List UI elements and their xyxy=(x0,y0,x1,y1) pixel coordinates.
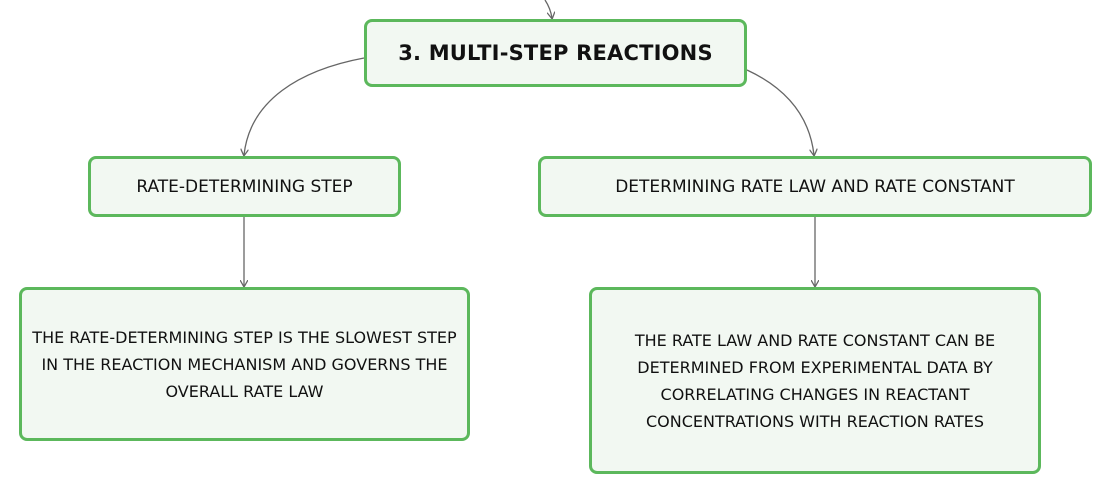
branch-node-rate-determining-step[interactable]: RATE-DETERMINING STEP xyxy=(88,156,401,217)
leaf-node-text: THE RATE LAW AND RATE CONSTANT CAN BE DE… xyxy=(634,330,996,431)
root-node-multi-step-reactions[interactable]: 3. MULTI-STEP REACTIONS xyxy=(364,19,747,87)
root-node-label: 3. MULTI-STEP REACTIONS xyxy=(398,41,713,65)
connector-root-to-rate-law xyxy=(746,69,814,155)
connector-parent-to-root xyxy=(544,0,552,18)
leaf-node-rate-law-description[interactable]: THE RATE LAW AND RATE CONSTANT CAN BE DE… xyxy=(589,287,1041,474)
leaf-node-rate-determining-step-description[interactable]: THE RATE-DETERMINING STEP IS THE SLOWEST… xyxy=(19,287,470,441)
branch-node-label: DETERMINING RATE LAW AND RATE CONSTANT xyxy=(615,176,1015,197)
branch-node-label: RATE-DETERMINING STEP xyxy=(136,176,353,197)
connector-root-to-rate-determining-step xyxy=(244,57,365,155)
branch-node-rate-law-and-constant[interactable]: DETERMINING RATE LAW AND RATE CONSTANT xyxy=(538,156,1092,217)
leaf-node-text: THE RATE-DETERMINING STEP IS THE SLOWEST… xyxy=(32,327,457,401)
